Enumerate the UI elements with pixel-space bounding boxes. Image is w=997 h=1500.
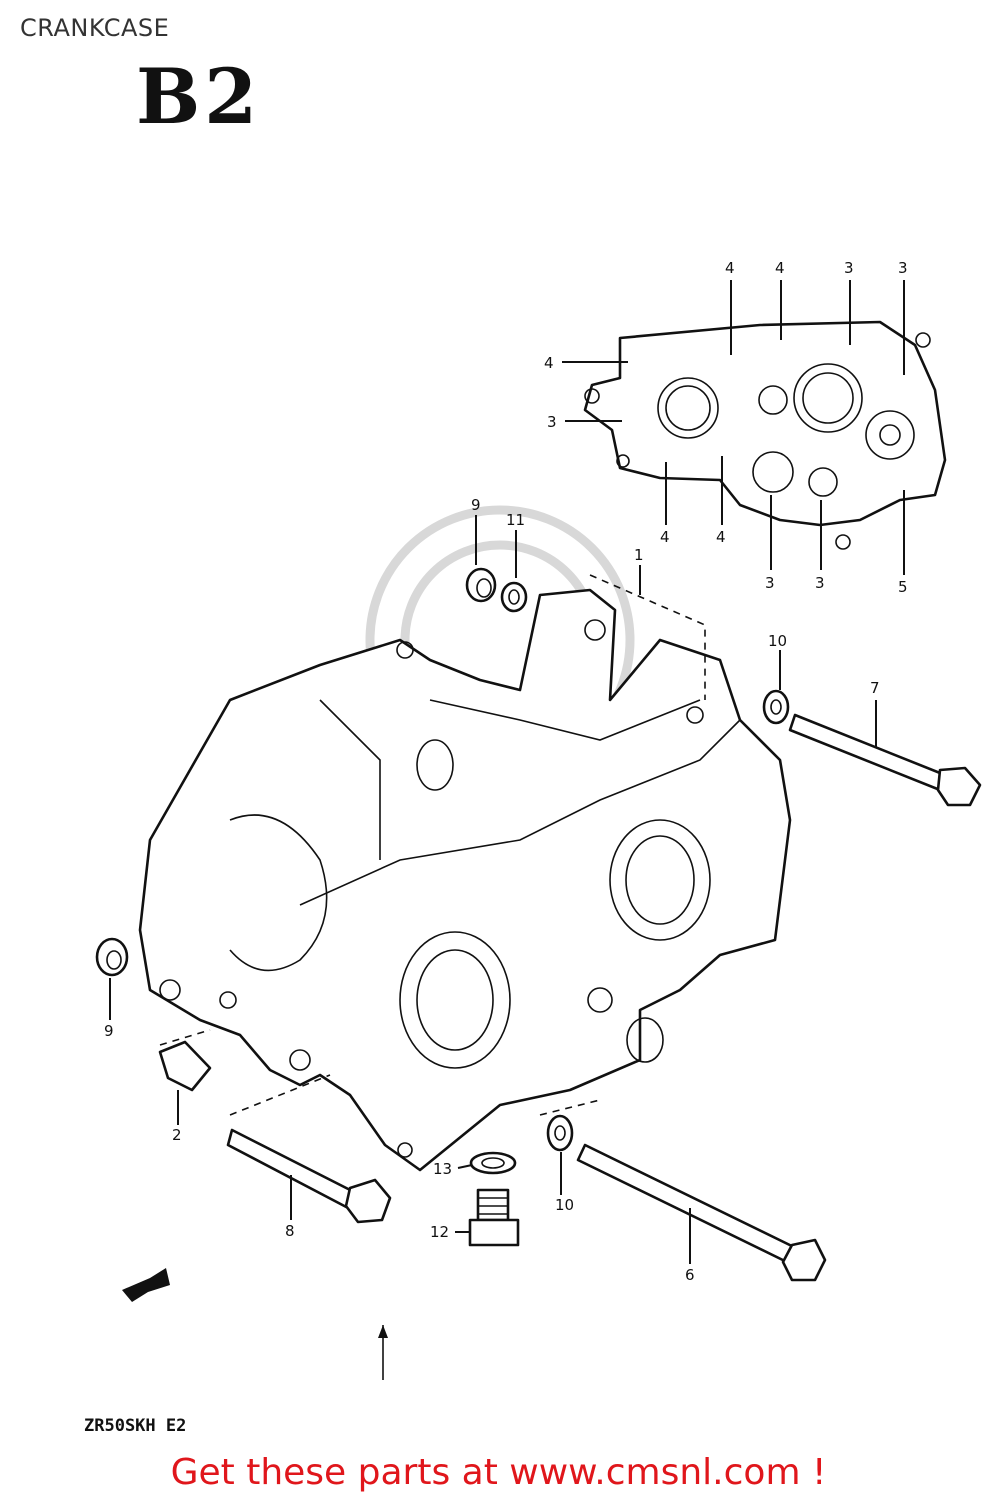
callout-7: 7 — [870, 679, 880, 697]
callout-9: 9 — [471, 496, 481, 514]
dowel-pin-9-top — [465, 567, 497, 603]
callout-4: 4 — [716, 528, 726, 546]
forward-arrow-icon — [122, 1268, 170, 1302]
bolt-7 — [788, 713, 982, 807]
bolt-8 — [226, 1128, 392, 1224]
callout-4: 4 — [725, 259, 735, 277]
callout-3: 3 — [765, 574, 775, 592]
callout-10: 10 — [555, 1196, 574, 1214]
callout-leaders-lower — [109, 978, 691, 1264]
callout-6: 6 — [685, 1266, 695, 1284]
crankcase-left-half — [138, 588, 792, 1172]
callout-9: 9 — [104, 1022, 114, 1040]
dowel-pin-9-left — [95, 937, 129, 977]
callout-4: 4 — [660, 528, 670, 546]
callout-13: 13 — [433, 1160, 452, 1178]
callout-10: 10 — [768, 632, 787, 650]
model-code: ZR50SKH E2 — [84, 1416, 187, 1436]
callout-2: 2 — [172, 1126, 182, 1144]
pin-2 — [158, 1040, 212, 1092]
washer-10-top — [762, 689, 790, 725]
callout-12: 12 — [430, 1223, 449, 1241]
crankcase-right-half-outline — [583, 320, 947, 550]
callout-labels: 4 4 3 3 4 3 4 4 3 3 5 9 11 1 10 7 9 2 8 … — [104, 259, 908, 1284]
washer-10-bottom — [546, 1114, 574, 1152]
cta-link[interactable]: Get these parts at www.cmsnl.com ! — [170, 1452, 827, 1493]
bolt-6 — [576, 1143, 827, 1282]
callout-1: 1 — [634, 546, 644, 564]
o-ring-11 — [500, 581, 528, 613]
callout-8: 8 — [285, 1222, 295, 1240]
callout-3: 3 — [547, 413, 557, 431]
callout-5: 5 — [898, 578, 908, 596]
drain-plug-12 — [468, 1188, 520, 1247]
diagram-title: CRANKCASE — [20, 14, 170, 42]
section-code: B2 — [136, 52, 262, 141]
callout-4: 4 — [544, 354, 554, 372]
gasket-13 — [469, 1151, 517, 1175]
callout-3: 3 — [844, 259, 854, 277]
callout-3: 3 — [815, 574, 825, 592]
callout-11: 11 — [506, 511, 525, 529]
assembly-guides — [159, 574, 706, 1380]
callout-4: 4 — [775, 259, 785, 277]
callout-3: 3 — [898, 259, 908, 277]
